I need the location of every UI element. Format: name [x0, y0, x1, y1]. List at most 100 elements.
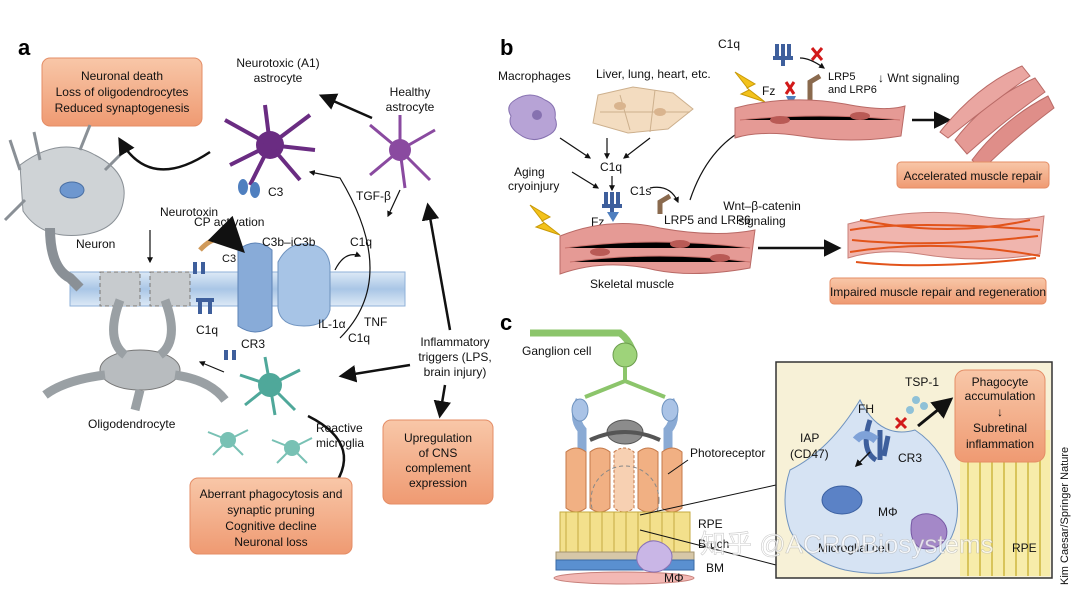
microglia-label-1: Reactive [316, 421, 363, 435]
muscle-top [734, 99, 906, 141]
c1q-bottom-label: C1q [348, 331, 370, 345]
box-top-line-3: Reduced synaptogenesis [55, 101, 190, 115]
arrow-a1-to-outcome [118, 136, 211, 171]
neuron: Neuron [3, 124, 127, 292]
tsp1-label: TSP-1 [905, 375, 939, 389]
box-bottom-line-3: Cognitive decline [225, 519, 317, 533]
lrp-top-line-2: and LRP6 [828, 84, 877, 96]
il1-label: IL-1α [318, 317, 346, 331]
mphi-bottom-label: MΦ [664, 571, 684, 585]
fz-top-label: Fz [762, 84, 775, 98]
injury-bolt-top [734, 71, 766, 103]
wnt-beta-line-1: Wnt–β-catenin [723, 199, 801, 213]
panel-b: b Macrophages Liver, lung, heart, etc. C… [498, 35, 1055, 305]
c1q-complex-top [773, 44, 793, 66]
skeletal-muscle-label: Skeletal muscle [590, 277, 674, 291]
block-mark-top [810, 47, 824, 61]
impaired-repair-box: Impaired muscle repair and regeneration [829, 277, 1047, 305]
aging-line-2: cryoinjury [508, 179, 559, 193]
ganglion-label: Ganglion cell [522, 344, 591, 358]
organ-cells [592, 86, 694, 134]
rpe-label: RPE [698, 517, 723, 531]
arrow-triggers-to-upreg [433, 384, 451, 419]
c1q-mid-label: C1q [600, 160, 622, 174]
panel-a-letter: a [18, 35, 31, 60]
upregulation-box: Upregulation of CNS complement expressio… [382, 419, 494, 505]
phago-line-3: ↓ [997, 405, 1003, 419]
wnt-down-label: ↓ Wnt signaling [878, 71, 959, 85]
box-bottom-line-2: synaptic pruning [227, 503, 314, 517]
block-mark-fz [784, 81, 796, 95]
cr3-label-c: CR3 [898, 451, 922, 465]
oligodendrocyte-label: Oligodendrocyte [88, 417, 176, 431]
arrow-c1s [649, 186, 679, 204]
rpe-inset-label: RPE [1012, 541, 1037, 555]
astrocyte-healthy-label-1: Healthy [390, 85, 431, 99]
muscle-fibrotic [847, 211, 1045, 267]
zoom-line-lower [639, 529, 777, 566]
c1q-top-label: C1q [718, 37, 740, 51]
iap-line-2: (CD47) [790, 447, 829, 461]
box-bottom-line-1: Aberrant phagocytosis and [200, 487, 343, 501]
c3-receptor [193, 262, 205, 274]
panel-c-letter: c [500, 310, 512, 335]
photoreceptor-label: Photoreceptor [690, 446, 765, 460]
panel-a: a Neuronal death Loss of oligodendrocyte… [3, 35, 494, 555]
watermark-text: 知乎 @ACROBiosystems [700, 529, 994, 559]
upreg-line-1: Upregulation [404, 431, 472, 445]
cp-activation-arrow [198, 215, 245, 253]
fz-receptor-mid [607, 212, 619, 222]
lrp-mid-label: LRP5 and LRP6 [664, 213, 751, 227]
impaired-label: Impaired muscle repair and regeneration [830, 285, 1046, 299]
muscle-regenerated [939, 65, 1055, 171]
lrp-receptor-top [807, 73, 822, 100]
zoom-line-upper [639, 484, 777, 516]
c1s-label: C1s [630, 184, 651, 198]
iap-line-1: IAP [800, 431, 819, 445]
tnf-label: TNF [364, 315, 387, 329]
arrow-triggers-to-astrocyte [421, 202, 452, 331]
wnt-beta-line-2: signaling [738, 214, 785, 228]
cp-activation-label: CP activation [194, 215, 264, 229]
outcome-box-top: Neuronal death Loss of oligodendrocytes … [41, 57, 203, 127]
arrow-cytokines-to-a1 [308, 169, 371, 339]
aging-line-1: Aging [514, 165, 545, 179]
c3-small-label: C3 [222, 253, 236, 265]
arrow-triggers-to-microglia [338, 363, 411, 383]
arrow-aging-c1q [571, 171, 600, 189]
arrow-organ-c1q [623, 137, 651, 159]
neuron-label: Neuron [76, 237, 115, 251]
triggers-line-1: Inflammatory [420, 335, 489, 349]
c3b-label: C3b–iC3b [262, 235, 316, 249]
c1q-right-label: C1q [350, 235, 372, 249]
lrp-top-line-1: LRP5 [828, 71, 856, 83]
skeletal-muscle [559, 223, 756, 275]
inflammatory-triggers: Inflammatory triggers (LPS, brain injury… [418, 335, 491, 379]
outcome-box-bottom: Aberrant phagocytosis and synaptic pruni… [189, 477, 353, 555]
c1q-left-label: C1q [196, 323, 218, 337]
arrow-c1q-release [334, 251, 362, 271]
cr3-label-a: CR3 [241, 337, 265, 351]
phago-line-1: Phagocyte [972, 375, 1029, 389]
phago-line-4: Subretinal [973, 421, 1027, 435]
arrow-macro-c1q [559, 137, 591, 159]
injury-bolt-mid [529, 204, 561, 236]
arrow-healthy-to-a1 [318, 93, 373, 120]
accelerated-repair-box: Accelerated muscle repair [896, 161, 1050, 189]
neurotoxin-label: Neurotoxin [160, 205, 218, 219]
astrocyte-a1-label-1: Neurotoxic (A1) [236, 56, 319, 70]
astrocyte-healthy-label-2: astrocyte [386, 100, 435, 114]
macrophages-label: Macrophages [498, 69, 571, 83]
panel-c: c Ganglion cell MΦ P [500, 310, 1053, 585]
mphi-inset-label: MΦ [878, 505, 898, 519]
accel-label: Accelerated muscle repair [904, 169, 1043, 183]
triggers-line-2: triggers (LPS, [418, 350, 491, 364]
box-top-line-2: Loss of oligodendrocytes [56, 85, 189, 99]
astrocyte-a1: Neurotoxic (A1) astrocyte C3 [224, 56, 320, 199]
microglial-label: Microglial cell [818, 541, 890, 555]
c3-label: C3 [268, 185, 284, 199]
arrow-microglia-to-oligo [198, 361, 225, 373]
bruch-label: Bruch [698, 537, 729, 551]
